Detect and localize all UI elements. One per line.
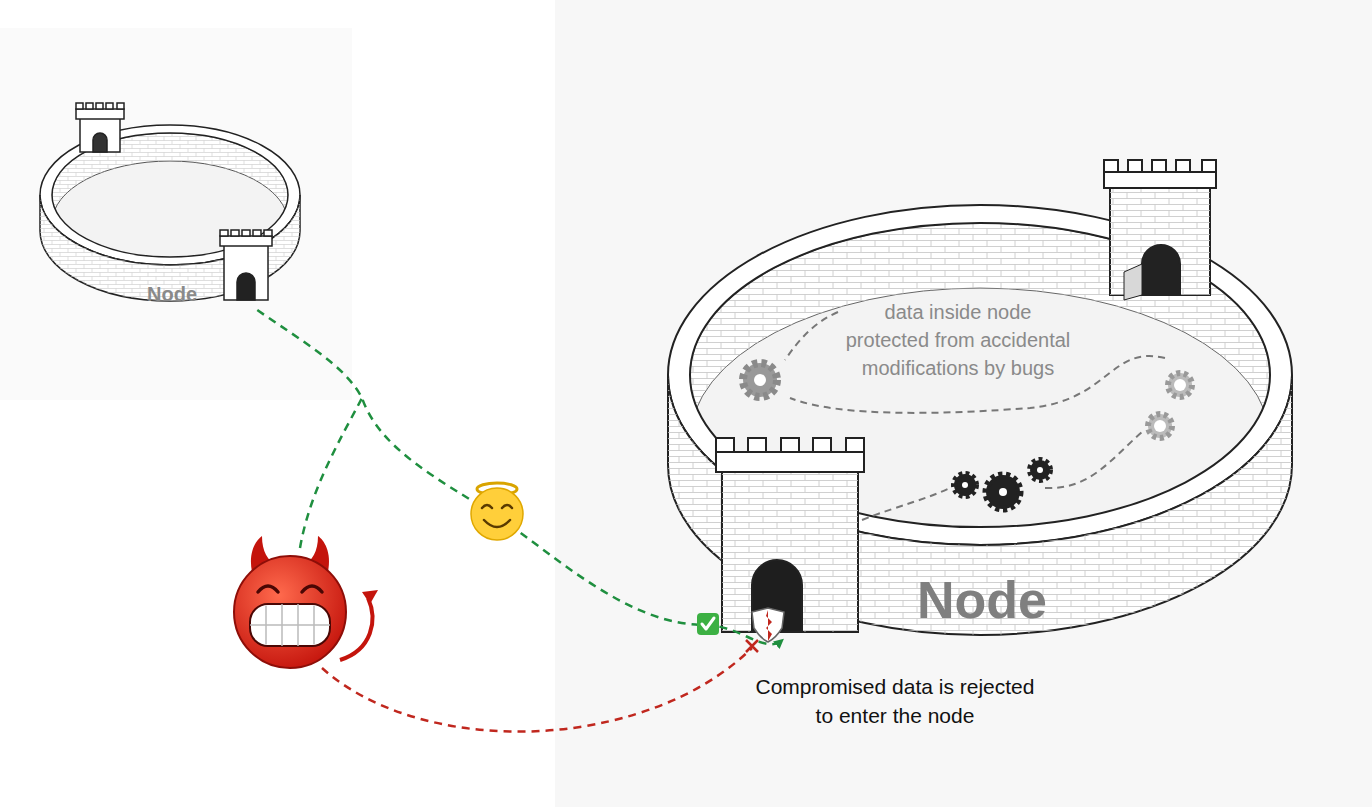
annotation-note: data inside node protected from accident… xyxy=(843,298,1073,382)
castle-node: Node xyxy=(668,150,1293,640)
attack-paths xyxy=(300,398,752,732)
right-panel xyxy=(555,0,1372,807)
reject-mark xyxy=(746,640,758,652)
gear-icons xyxy=(743,363,1192,509)
castle-node: Node xyxy=(40,105,305,310)
rejection-note: Compromised data is rejected to enter th… xyxy=(745,672,1045,730)
data-flow-connector xyxy=(257,310,782,644)
small-castle xyxy=(40,103,300,301)
angel-icon xyxy=(471,483,523,540)
node-title: Node xyxy=(917,574,1047,626)
node-title: Node xyxy=(147,284,197,304)
devil-icon xyxy=(234,536,378,668)
shield-icon xyxy=(752,608,784,642)
left-panel xyxy=(0,28,352,400)
check-icon xyxy=(697,613,719,635)
big-castle xyxy=(668,160,1292,635)
